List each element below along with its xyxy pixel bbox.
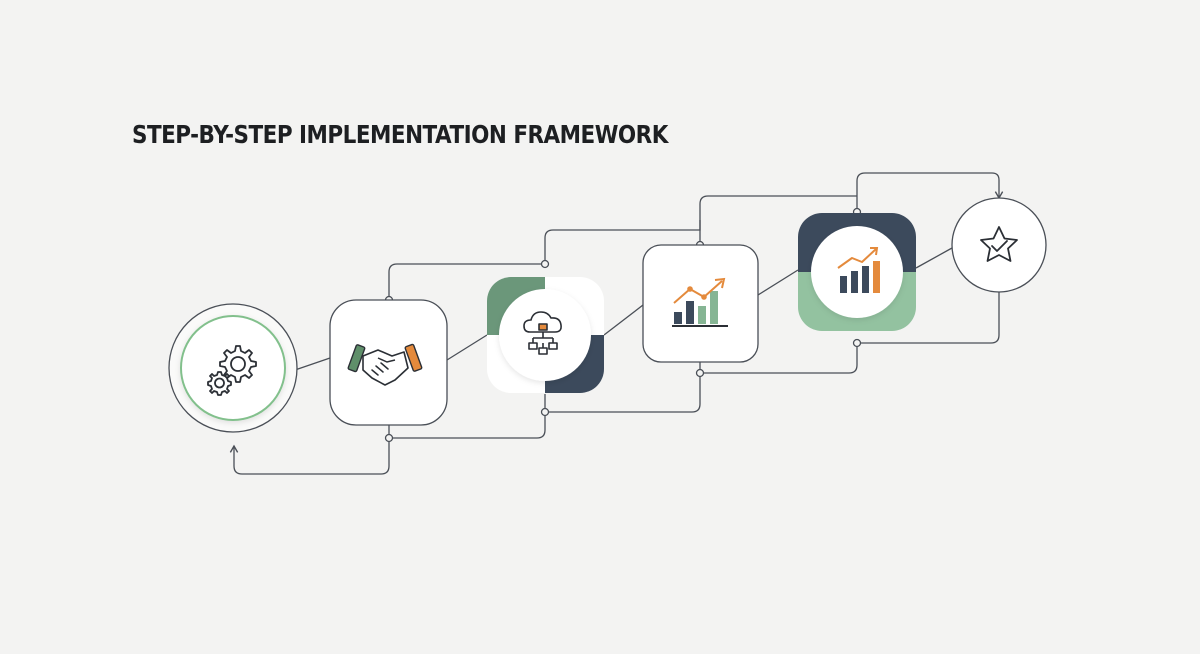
- gears-icon: [207, 345, 257, 396]
- lower-connector-2: [229, 425, 390, 475]
- step-4-chart-node: [642, 244, 759, 363]
- upper-junctions: [384, 207, 862, 305]
- lower-junctions: [384, 338, 862, 443]
- step-1-gears-node: [168, 303, 298, 433]
- step-2-handshake-node: [329, 299, 448, 426]
- lower-connectors: [229, 292, 1000, 475]
- growth-chart-icon: [672, 277, 728, 327]
- connector-3-4: [603, 304, 644, 336]
- lower-connector-4: [545, 362, 701, 413]
- star-check-icon: [980, 226, 1018, 262]
- connector-2-3: [446, 334, 488, 361]
- page-title: STEP-BY-STEP IMPLEMENTATION FRAMEWORK: [132, 120, 668, 149]
- upper-connector-3: [544, 220, 701, 264]
- lower-connector-6: [857, 292, 1000, 344]
- step-6-star-node: [951, 197, 1047, 293]
- lower-connector-3: [389, 394, 546, 439]
- handshake-icon: [347, 343, 423, 386]
- upper-connector-2: [388, 263, 545, 300]
- lower-connector-5: [700, 343, 858, 374]
- step-3-cloud-node: [487, 277, 604, 393]
- cloud-network-icon: [523, 311, 562, 355]
- upper-connectors: [388, 172, 1004, 300]
- main-connectors: [294, 247, 953, 371]
- upper-connector-5: [856, 172, 1004, 212]
- connector-5-6: [915, 247, 953, 269]
- upper-connector-4: [699, 195, 857, 245]
- connector-4-5: [757, 269, 799, 296]
- growth-chart-icon: [837, 247, 880, 293]
- connector-1-2: [294, 357, 331, 371]
- step-5-chart-node: [798, 213, 916, 331]
